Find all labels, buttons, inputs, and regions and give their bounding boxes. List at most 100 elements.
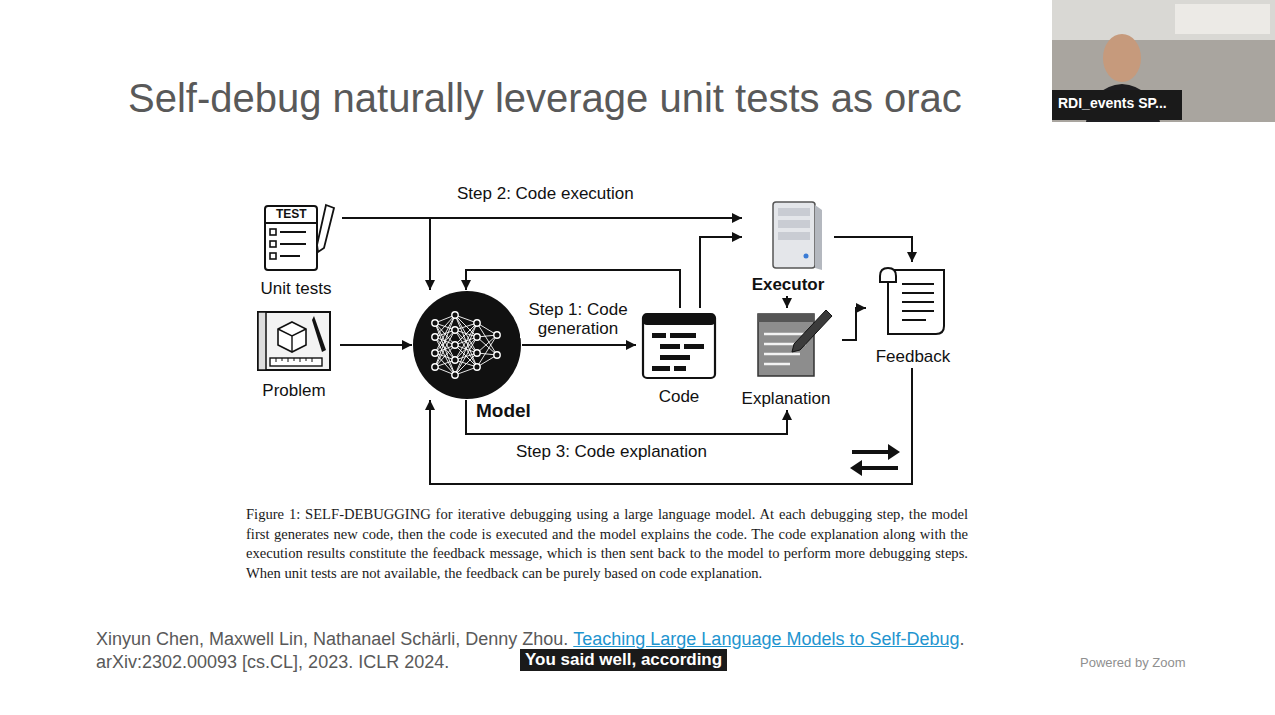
cycle-icon — [852, 450, 890, 454]
code-window-icon — [643, 314, 715, 378]
notepad-icon — [758, 314, 814, 322]
server-icon — [773, 202, 822, 270]
scroll-icon — [902, 284, 934, 320]
server-icon — [778, 232, 810, 240]
blueprint-icon — [278, 322, 306, 352]
test-sheet-icon — [270, 229, 276, 235]
notepad-icon — [758, 314, 814, 376]
network-edge — [455, 315, 477, 353]
citation-punctuation: . — [960, 628, 965, 650]
test-sheet-icon — [270, 241, 276, 247]
neural-net-circle — [413, 291, 521, 399]
blueprint-icon — [312, 316, 326, 352]
webcam-overlay — [1103, 34, 1141, 82]
network-unit — [452, 327, 458, 333]
node-label: Executor — [752, 275, 825, 296]
node-label: Feedback — [876, 347, 951, 368]
notepad-icon — [792, 310, 832, 352]
flow-arrow — [466, 400, 787, 434]
node-label: Explanation — [742, 389, 831, 410]
network-unit — [452, 342, 458, 348]
test-sheet-icon — [265, 205, 334, 270]
blueprint-icon — [258, 312, 266, 370]
model-circle: Model — [412, 290, 522, 400]
flow-arrow — [786, 296, 788, 308]
cycle-icon — [850, 444, 900, 476]
node-label: Problem — [262, 381, 325, 402]
cycle-icon — [850, 460, 862, 476]
network-edge — [435, 345, 455, 367]
icon-text: TEST — [276, 207, 307, 221]
blueprint-icon — [258, 312, 330, 370]
server-icon — [773, 202, 815, 268]
network-unit — [432, 320, 438, 326]
participant-name: RDI_events SP... — [1056, 95, 1169, 112]
flow-arrow — [842, 308, 866, 340]
citation-venue: arXiv:2302.00093 [cs.CL], 2023. ICLR 202… — [96, 651, 449, 673]
blueprint-icon — [258, 312, 330, 370]
explanation-node: Explanation — [730, 308, 842, 410]
neural-net-circle — [412, 290, 522, 400]
flow-arrow — [700, 237, 742, 308]
network-unit — [474, 350, 480, 356]
live-caption: You said well, according — [520, 649, 727, 671]
code-window-icon — [643, 314, 715, 325]
blueprint-icon — [270, 358, 322, 366]
network-edge — [455, 337, 477, 375]
scroll-icon — [880, 268, 896, 282]
server-icon — [815, 205, 822, 270]
server-icon — [778, 208, 810, 216]
network-unit — [432, 364, 438, 370]
notepad-icon — [758, 310, 832, 376]
test-sheet-icon — [265, 206, 317, 270]
node-label: Model — [476, 401, 531, 422]
problem-node: Problem — [248, 306, 340, 402]
citation-authors: Xinyun Chen, Maxwell Lin, Nathanael Schä… — [96, 628, 568, 650]
network-unit — [474, 320, 480, 326]
executor-node: Executor — [742, 196, 834, 296]
network-unit — [452, 357, 458, 363]
network-unit — [432, 350, 438, 356]
step-label: Step 3: Code explanation — [514, 442, 709, 461]
network-unit — [452, 372, 458, 378]
server-icon — [804, 254, 809, 259]
scroll-icon — [880, 268, 944, 334]
step-label: Step 1: Code generation — [520, 300, 636, 338]
flow-arrow — [342, 218, 430, 290]
code-window-icon — [660, 355, 690, 360]
test-sheet-icon — [280, 255, 300, 257]
server-icon — [778, 220, 810, 228]
test-sheet-icon — [280, 243, 306, 245]
webcam-overlay — [1052, 0, 1275, 122]
code-window-icon — [670, 333, 696, 338]
node-label: Code — [659, 387, 700, 408]
feedback-node: Feedback — [866, 262, 960, 368]
network-unit — [452, 312, 458, 318]
figure-caption: Figure 1: SELF-DEBUGGING for iterative d… — [246, 505, 968, 583]
test-sheet-icon — [265, 222, 317, 224]
code-window-icon — [684, 344, 704, 349]
network-unit — [474, 334, 480, 340]
network-unit — [432, 334, 438, 340]
test-sheet-icon — [270, 253, 276, 259]
blueprint-icon — [276, 358, 312, 362]
webcam-overlay — [1175, 4, 1270, 34]
blueprint-icon — [278, 329, 306, 352]
code-window-icon — [660, 344, 680, 349]
code-window-icon — [674, 366, 686, 371]
code-node: Code — [636, 308, 722, 408]
network-unit — [474, 364, 480, 370]
cycle-icon — [860, 466, 898, 470]
cycle-icon — [888, 444, 900, 460]
code-window-icon — [652, 366, 670, 371]
node-label: Unit tests — [261, 279, 332, 300]
network-unit — [494, 352, 500, 358]
network-unit — [494, 332, 500, 338]
test-sheet-icon — [280, 231, 306, 233]
watermark: Powered by Zoom — [1080, 655, 1186, 671]
step-label: Step 2: Code execution — [455, 184, 636, 203]
flow-arrow — [834, 237, 912, 262]
flow-arrow — [522, 344, 636, 346]
code-window-icon — [652, 333, 666, 338]
